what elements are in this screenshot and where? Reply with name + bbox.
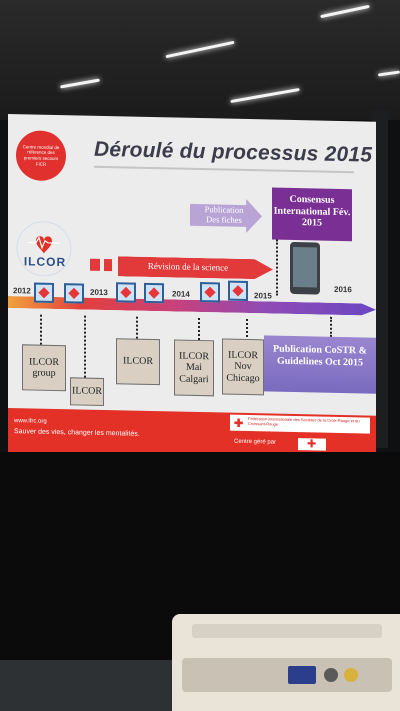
projector-port-icon: [288, 666, 316, 684]
table-surface: [0, 660, 172, 711]
footer-slogan: Sauver des vies, changer les mentalités.: [14, 428, 140, 438]
ifrc-logo: ✚ Fédération internationale des Sociétés…: [230, 414, 370, 434]
screen-edge: [372, 110, 388, 448]
publication-arrow-label: Publication Des fiches: [204, 204, 244, 225]
publication-guidelines-box: Publication CoSTR & Guidelines Oct 2015: [264, 335, 376, 394]
ifrc-logo-text: Fédération internationale des Sociétés d…: [248, 416, 360, 427]
connector-line: [84, 315, 86, 378]
projector-port-icon: [344, 668, 358, 682]
projector-panel: [182, 658, 392, 692]
consensus-box: Consensus International Fév. 2015: [272, 187, 352, 242]
ceiling-light: [165, 40, 235, 59]
phone-image: [290, 241, 320, 295]
year-label: 2012: [13, 286, 31, 296]
french-red-cross-logo: ✚: [298, 438, 326, 451]
year-label: 2015: [254, 291, 272, 301]
ilcor-box: ILCOR: [70, 377, 104, 407]
red-cross-icon: ✚: [234, 417, 244, 430]
ilcor-calgari-box: ILCOR Mai Calgari: [174, 339, 214, 397]
projector-port-icon: [324, 668, 338, 682]
slide-title: Déroulé du processus 2015: [94, 137, 373, 167]
meeting-icon: [116, 282, 136, 303]
connector-line: [330, 316, 332, 337]
ilcor-chicago-box: ILCOR Nov Chicago: [222, 338, 264, 396]
meeting-icon: [34, 282, 54, 303]
connector-line: [276, 239, 278, 296]
connector-line: [198, 317, 200, 341]
year-label: 2016: [334, 284, 352, 295]
meeting-icon: [200, 282, 220, 303]
projector-top: [192, 624, 382, 638]
ceiling: [0, 0, 400, 120]
projected-slide: Centre mondial de référence des premiers…: [8, 114, 376, 460]
reference-centre-badge: Centre mondial de référence des premiers…: [16, 130, 66, 182]
ilcor-box: ILCOR: [116, 338, 160, 386]
ilcor-logo: [16, 221, 72, 277]
ceiling-light: [377, 70, 400, 77]
title-underline: [94, 165, 354, 174]
revision-dash: [104, 259, 112, 272]
ceiling-light: [60, 78, 100, 89]
connector-line: [136, 316, 138, 339]
footer-managed-by: Centre géré par: [234, 438, 277, 446]
ceiling-light: [320, 4, 370, 19]
ilcor-group-box: ILCOR group: [22, 344, 66, 392]
year-label: 2013: [90, 287, 108, 298]
footer-url: www.ifrc.org: [14, 418, 47, 425]
year-label: 2014: [172, 289, 190, 299]
red-cross-icon: ✚: [307, 438, 317, 451]
connector-line: [246, 318, 248, 342]
revision-dash: [90, 258, 100, 271]
ilcor-logo-text: ILCOR: [23, 254, 67, 270]
projector: [172, 614, 400, 711]
meeting-icon: [228, 280, 248, 302]
connector-line: [40, 314, 42, 345]
meeting-icon: [64, 283, 84, 304]
ceiling-light: [230, 87, 300, 104]
meeting-icon: [144, 282, 164, 304]
